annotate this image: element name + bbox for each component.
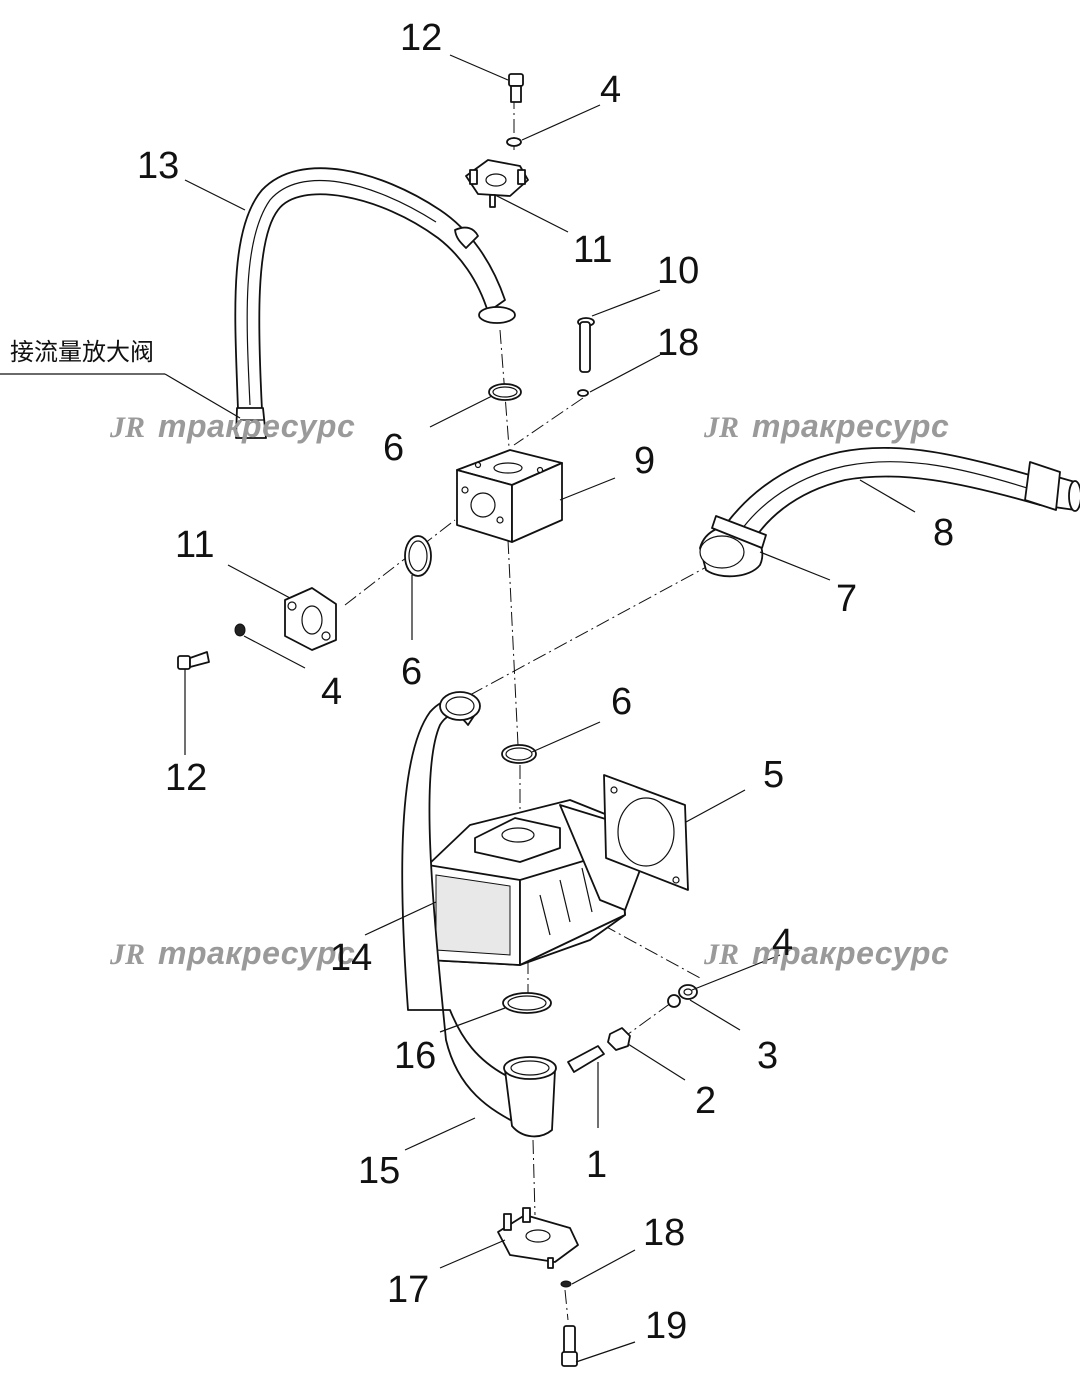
watermark-text: тракресурс (752, 408, 949, 444)
callout-18-lower: 18 (643, 1212, 685, 1254)
hose-clamp-8-end (1024, 461, 1061, 511)
side-note-label: 接流量放大阀 (10, 338, 154, 366)
o-ring-6-upper (488, 383, 522, 401)
callout-8: 8 (933, 512, 954, 554)
callout-11-side: 11 (175, 524, 214, 566)
o-ring-6-lower (501, 744, 537, 764)
hose-13 (234, 167, 516, 439)
hose-15 (401, 691, 557, 1138)
washer-18-lower (560, 1280, 572, 1288)
washer-4-top (506, 137, 522, 147)
callout-6-lower: 6 (611, 681, 632, 723)
assembly-axes (344, 95, 711, 1321)
washer-18-top (577, 389, 589, 397)
bolt-10 (577, 317, 595, 373)
callout-16: 16 (394, 1035, 436, 1077)
callout-17: 17 (387, 1269, 429, 1311)
washer-4-side (234, 623, 246, 637)
bolt-12-side (177, 651, 210, 670)
callout-11-top: 11 (573, 229, 612, 271)
callout-7: 7 (836, 578, 857, 620)
hose-clamp-7 (699, 515, 767, 578)
watermark-text: тракресурс (158, 935, 355, 971)
watermark-logo: JR (703, 938, 739, 971)
callout-1: 1 (586, 1144, 607, 1186)
watermark-4: JR тракресурс (703, 935, 949, 971)
callout-13: 13 (137, 145, 179, 187)
callout-labels: 12 4 13 11 10 18 6 9 8 7 11 6 4 12 6 5 1… (137, 17, 954, 1347)
callout-6-side: 6 (401, 651, 422, 693)
callout-6-upper: 6 (383, 427, 404, 469)
nut-2 (607, 1027, 631, 1051)
callout-3: 3 (757, 1035, 778, 1077)
watermark-1: JR тракресурс (109, 408, 355, 444)
callout-12-top: 12 (400, 17, 442, 59)
watermark-2: JR тракресурс (703, 408, 949, 444)
watermark-logo: JR (109, 938, 145, 971)
callout-2: 2 (695, 1080, 716, 1122)
washer-4-lower (667, 994, 681, 1008)
callout-4-lower: 4 (772, 922, 793, 964)
flange-clamp-17 (497, 1207, 579, 1269)
flange-clamp-11-side (284, 587, 337, 651)
bolt-19 (561, 1325, 578, 1367)
watermark-logo: JR (109, 411, 145, 444)
callout-18-top: 18 (657, 322, 699, 364)
washer-3 (678, 984, 698, 1000)
pump-housing-14 (427, 799, 641, 966)
callout-9: 9 (634, 440, 655, 482)
watermark-logo: JR (703, 411, 739, 444)
bolt-12-top (508, 73, 524, 103)
callout-19: 19 (645, 1305, 687, 1347)
leader-lines (0, 54, 916, 1363)
callout-12-side: 12 (165, 757, 207, 799)
gasket-5 (603, 774, 689, 891)
callout-4-side: 4 (321, 671, 342, 713)
callout-10: 10 (657, 250, 699, 292)
callout-5: 5 (763, 754, 784, 796)
o-ring-16 (502, 992, 552, 1014)
o-ring-6-side (404, 535, 432, 577)
watermark-3: JR тракресурс (109, 935, 355, 971)
callout-4-top: 4 (600, 69, 621, 111)
watermark-text: тракресурс (752, 935, 949, 971)
stud-1 (567, 1045, 605, 1073)
watermark-text: тракресурс (158, 408, 355, 444)
flange-clamp-11-top (465, 159, 529, 208)
callout-15: 15 (358, 1150, 400, 1192)
callout-14: 14 (330, 937, 372, 979)
adapter-block-9 (456, 449, 563, 543)
